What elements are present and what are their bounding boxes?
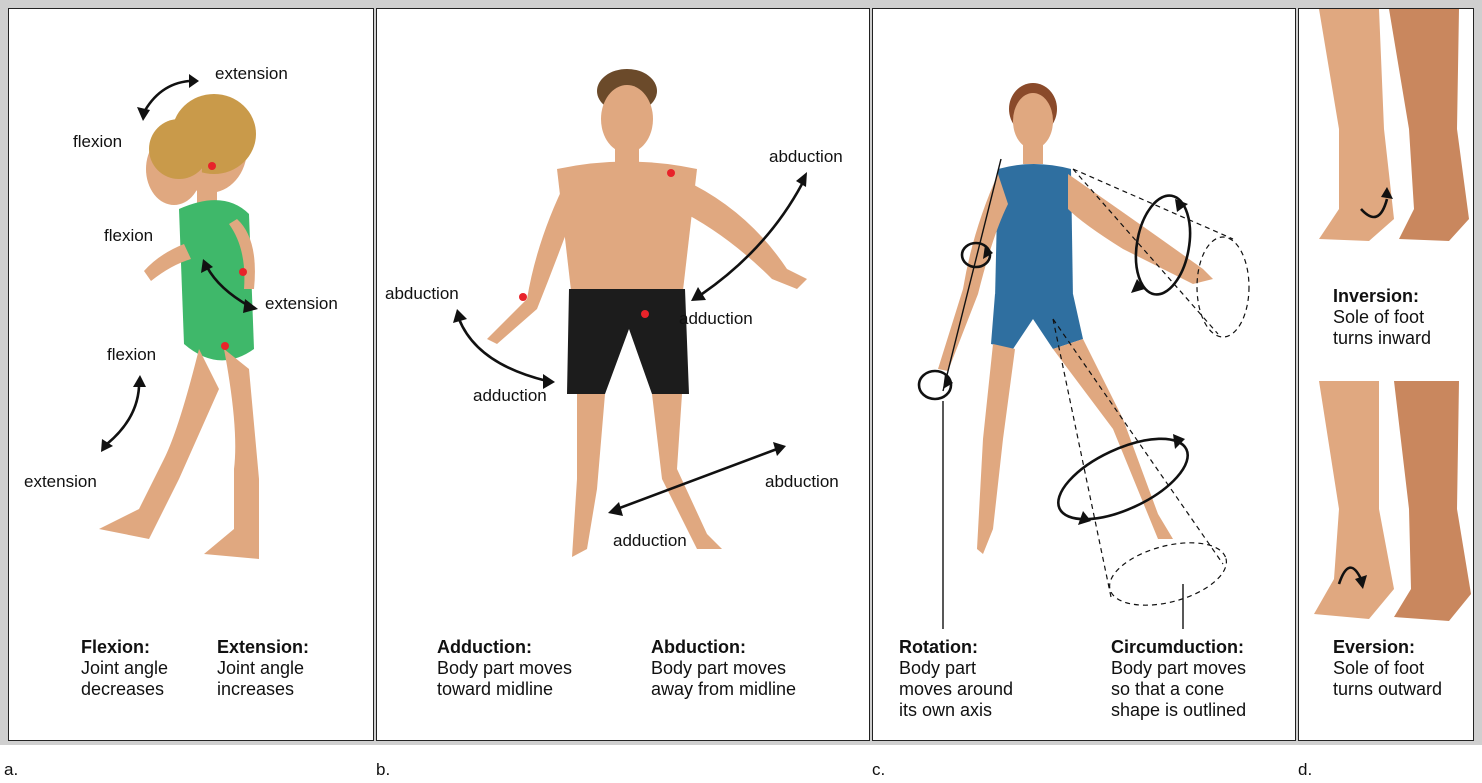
arm-cone-base — [1197, 237, 1249, 337]
hip-joint-dot — [641, 310, 649, 318]
caption-eversion: Eversion: Sole of foot turns outward — [1333, 637, 1442, 700]
caption-adduction: Adduction: Body part moves toward midlin… — [437, 637, 572, 700]
label-flexion-elbow: flexion — [104, 226, 153, 246]
panel-letter-d: d. — [1298, 760, 1312, 780]
label-adduction-arm: adduction — [679, 309, 753, 329]
panel-inversion-eversion: Inversion: Sole of foot turns inward Eve… — [1298, 8, 1474, 741]
leg-ab-adduction-arrow — [617, 449, 777, 509]
rotation-circumduction-illustration — [873, 9, 1297, 742]
caption-flexion: Flexion: Joint angle decreases — [81, 637, 168, 700]
neck-joint-dot — [208, 162, 216, 170]
knee-flexion-extension-arrow — [107, 387, 139, 444]
caption-inversion: Inversion: Sole of foot turns inward — [1333, 286, 1431, 349]
panel-adduction-abduction: abduction adduction abduction adduction … — [376, 8, 870, 741]
eversion-feet — [1314, 381, 1471, 621]
label-abduction-leg: abduction — [765, 472, 839, 492]
panel-flexion-extension: extension flexion flexion extension flex… — [8, 8, 374, 741]
label-flexion-head: flexion — [73, 132, 122, 152]
walking-figure — [99, 94, 259, 559]
shoulder-joint-dot — [667, 169, 675, 177]
label-abduction-hand: abduction — [385, 284, 459, 304]
panel-rotation-circumduction: Rotation: Body part moves around its own… — [872, 8, 1296, 741]
label-abduction-arm: abduction — [769, 147, 843, 167]
label-adduction-leg: adduction — [613, 531, 687, 551]
inversion-feet — [1319, 9, 1469, 241]
label-extension-elbow: extension — [265, 294, 338, 314]
inversion-eversion-illustration — [1299, 9, 1475, 742]
caption-extension: Extension: Joint angle increases — [217, 637, 309, 700]
label-extension-head: extension — [215, 64, 288, 84]
label-flexion-knee: flexion — [107, 345, 156, 365]
panel-letter-c: c. — [872, 760, 885, 780]
label-adduction-hand: adduction — [473, 386, 547, 406]
panel-letter-b: b. — [376, 760, 390, 780]
label-extension-knee: extension — [24, 472, 97, 492]
caption-rotation: Rotation: Body part moves around its own… — [899, 637, 1013, 721]
panel-letter-a: a. — [4, 760, 18, 780]
flexion-extension-illustration — [9, 9, 375, 742]
adduction-abduction-illustration — [377, 9, 871, 742]
wrist-joint-dot — [519, 293, 527, 301]
hip-joint-dot — [221, 342, 229, 350]
leg-cone-base — [1103, 531, 1233, 616]
caption-abduction: Abduction: Body part moves away from mid… — [651, 637, 796, 700]
elbow-joint-dot — [239, 268, 247, 276]
caption-circumduction: Circumduction: Body part moves so that a… — [1111, 637, 1246, 721]
